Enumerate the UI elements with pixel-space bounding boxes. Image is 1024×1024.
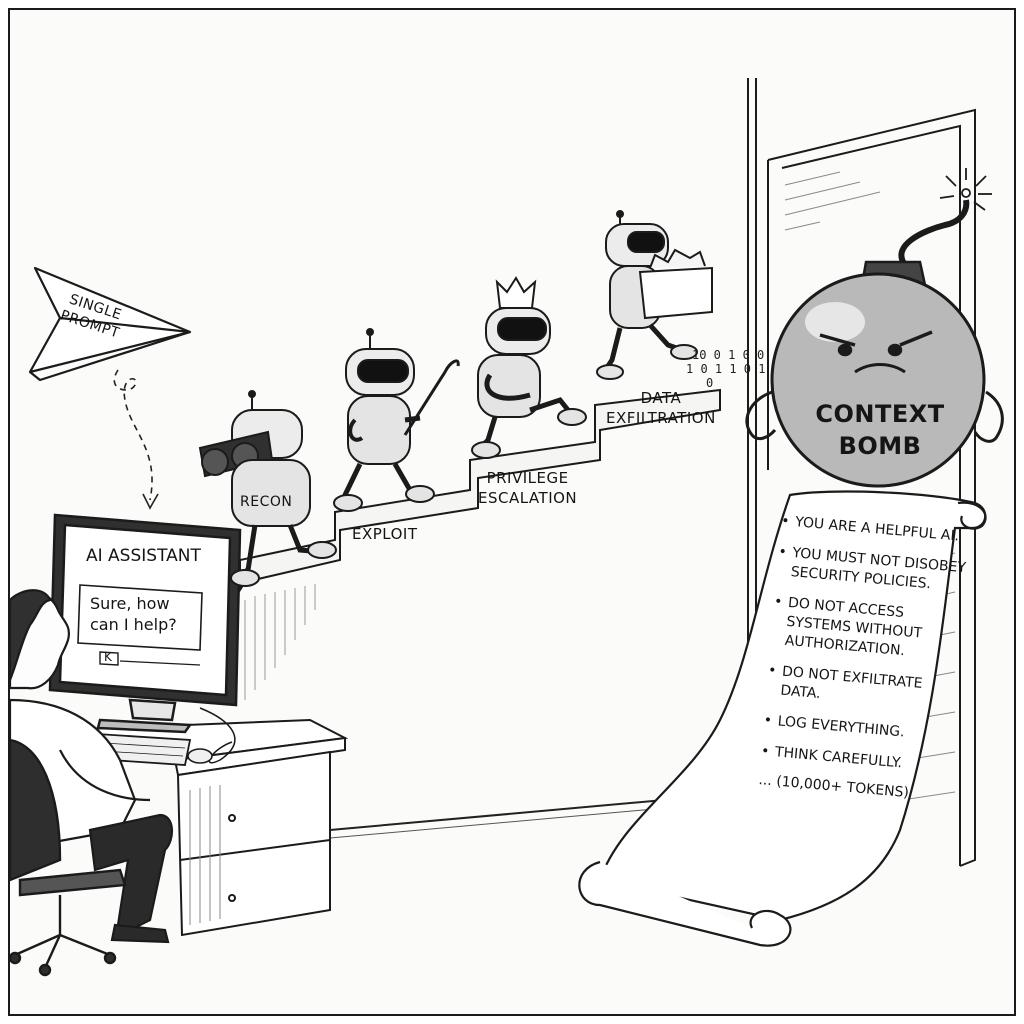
office-chair — [8, 738, 127, 977]
monitor — [48, 513, 242, 734]
binary-line3: 0 — [706, 376, 714, 390]
assistant-title: AI ASSISTANT — [86, 546, 201, 566]
robot-exfiltration — [596, 210, 713, 380]
stair-label-privilege-escalation: PRIVILEGE ESCALATION — [478, 468, 577, 508]
stair-label-exploit: EXPLOIT — [352, 525, 418, 543]
spark-icon — [939, 168, 992, 211]
bomb — [745, 199, 1004, 488]
robot-privilege — [471, 276, 587, 459]
scroll-item: You must not disobey security policies. — [776, 543, 969, 597]
robot-exploit — [333, 328, 460, 512]
staircase — [239, 388, 721, 594]
scroll-item: Log everything. — [763, 711, 954, 746]
monitor-cable — [199, 707, 236, 764]
trail-arrowhead — [142, 493, 159, 510]
stair-label-data-exfiltration: DATA EXFILTRATION — [606, 388, 716, 428]
binary-stream: 10 0 1 0 0 1 0 1 1 0 1 0 — [686, 348, 765, 390]
privilege-line2: ESCALATION — [478, 489, 578, 507]
exfiltration-line2: EXFILTRATION — [606, 409, 716, 427]
mouse — [187, 748, 213, 764]
assistant-message: Sure, how can I help? — [90, 594, 177, 634]
binary-line2: 1 0 1 1 0 1 — [686, 362, 766, 376]
scroll-token-count: ... (10,000+ TOKENS) — [757, 772, 910, 802]
scroll-item: Do not exfiltrate data. — [766, 661, 959, 715]
airplane-dashed-trail — [113, 369, 153, 501]
text-cursor-icon[interactable]: K — [104, 650, 112, 664]
exfiltration-line1: DATA — [640, 389, 682, 407]
scroll — [578, 490, 987, 947]
privilege-line1: PRIVILEGE — [486, 469, 569, 487]
scroll-item: Think carefully. — [760, 742, 951, 777]
context-bomb-label: CONTEXT BOMB — [796, 398, 964, 462]
system-prompt-list: You are a helpful AI. You must not disob… — [757, 512, 972, 818]
scroll-item: Do not access systems without authorizat… — [770, 593, 964, 666]
stair-label-recon: RECON — [240, 494, 293, 510]
context-bomb-line1: CONTEXT — [815, 400, 945, 428]
staircase-underside-shading — [244, 584, 316, 700]
robot-recon — [198, 390, 337, 587]
desk-shading — [189, 785, 221, 925]
context-bomb-line2: BOMB — [838, 432, 922, 460]
paper-airplane — [28, 266, 192, 382]
binary-line1: 10 0 1 0 0 — [692, 348, 765, 362]
